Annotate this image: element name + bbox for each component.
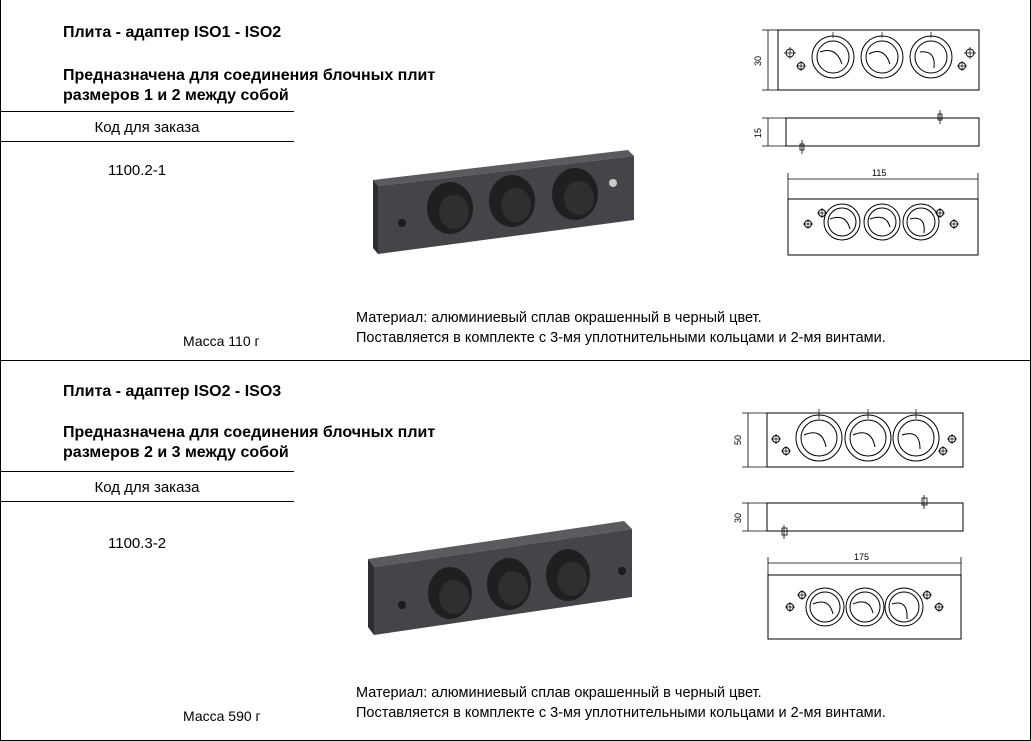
order-code-value: 1100.3-2 [108,535,167,552]
purpose-line: Предназначена для соединения блочных пли… [63,67,436,84]
section-divider [0,360,1031,361]
drawing-side-view: 30 [733,495,964,539]
order-table-top-line [0,111,294,112]
bore-hole-inner [439,580,469,614]
dimension-length: 175 [854,552,869,562]
order-code-label: Код для заказа [94,479,200,496]
product-title: Плита - адаптер ISO2 - ISO3 [63,383,282,400]
material-line: Материал: алюминиевый сплав окрашенный в… [356,310,762,326]
material-line: Материал: алюминиевый сплав окрашенный в… [356,685,762,701]
drawing-bottom-view: 115 [787,168,979,256]
dimension-thickness: 30 [733,513,743,523]
plate-top-face [368,521,632,567]
screw-hole [618,567,626,575]
product-section-2: Плита - адаптер ISO2 - ISO3 Предназначен… [0,361,1031,741]
screw-hole [398,601,406,609]
plate-top-face [373,150,634,186]
order-table-header-line [0,141,294,142]
bore-hole-inner [501,188,531,222]
dimension-thickness: 15 [753,128,763,138]
dimension-height: 50 [733,435,743,445]
purpose-line: Предназначена для соединения блочных пли… [63,424,436,441]
purpose-line: размеров 1 и 2 между собой [63,87,289,104]
order-code-label: Код для заказа [94,119,200,136]
supply-line: Поставляется в комплекте с 3-мя уплотнит… [356,330,886,346]
product-mass: Масса 590 г [183,708,261,724]
bore-hole-inner [557,562,587,596]
dimension-length: 115 [872,168,886,178]
product-photo [368,521,632,635]
drawing-top-view: 30 [753,29,980,91]
dimension-height: 30 [753,56,763,66]
product-photo [373,150,634,254]
product-section-1: Плита - адаптер ISO1 - ISO2 Предназначен… [0,0,1031,360]
frame-left [0,0,1,741]
bore-hole-inner [564,181,594,215]
product-purpose: Предназначена для соединения блочных пли… [63,423,435,463]
product-title: Плита - адаптер ISO1 - ISO2 [63,24,282,41]
screw-hole [398,219,406,227]
order-table-top-line [0,471,294,472]
purpose-line: размеров 2 и 3 между собой [63,444,289,461]
product-purpose: Предназначена для соединения блочных пли… [63,66,435,106]
product-mass: Масса 110 г [183,333,260,349]
drawing-top-view: 50 [733,409,964,468]
bore-hole-inner [498,571,528,605]
order-code-value: 1100.2-1 [108,162,167,179]
screw-hole-highlight [609,179,617,187]
product-material-text: Материал: алюминиевый сплав окрашенный в… [356,683,886,723]
bore-hole-inner [439,195,469,229]
plate-front-face [368,559,374,635]
supply-line: Поставляется в комплекте с 3-мя уплотнит… [356,705,886,721]
drawing-bottom-view: 175 [767,552,962,640]
order-table-header-line [0,501,294,502]
product-material-text: Материал: алюминиевый сплав окрашенный в… [356,308,886,348]
plate-front-face [373,180,378,254]
drawing-side-view: 15 [753,110,980,154]
